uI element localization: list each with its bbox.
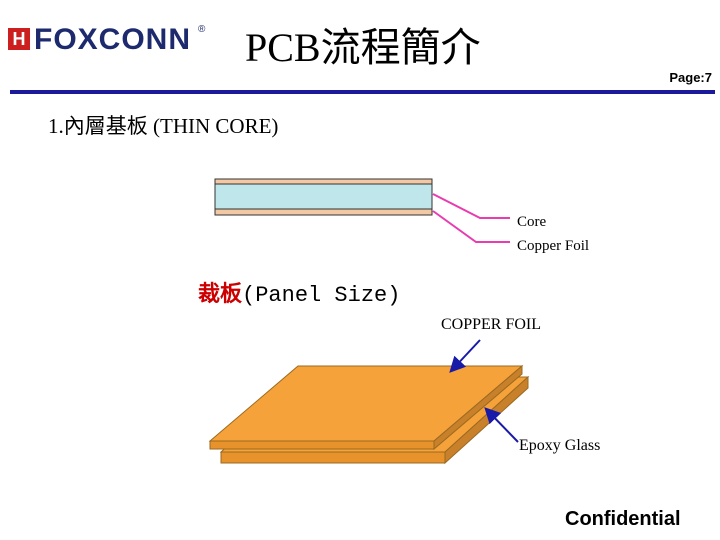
logo-registered-mark: ®: [198, 24, 206, 35]
copper-foil-caption: COPPER FOIL: [441, 316, 542, 333]
logo-mark: H: [8, 28, 30, 50]
page-number: Page:7: [669, 70, 712, 85]
foxconn-logo: H FOXCONN ®: [8, 22, 208, 58]
title-rule: [10, 90, 715, 94]
panel-cut-text: 裁板: [198, 283, 243, 308]
panel-size-heading: 裁板(Panel Size): [198, 276, 400, 308]
panel-size-text: (Panel Size): [242, 283, 401, 308]
panel-top-sheet: [208, 364, 524, 451]
copper-foil-arrow: [449, 339, 481, 373]
logo-brand-text: FOXCONN: [34, 23, 191, 56]
thin-core-cross-section: [214, 178, 433, 216]
core-callout-line: [432, 193, 510, 219]
core-layer: [214, 183, 433, 210]
core-label: Core: [517, 214, 547, 230]
confidential-footer: Confidential: [565, 508, 681, 530]
copper-foil-label: Copper Foil: [517, 238, 590, 254]
top-copper-foil-layer: [214, 178, 433, 185]
epoxy-glass-caption: Epoxy Glass: [519, 437, 601, 454]
copper-foil-callout-line: [432, 210, 510, 243]
slide-title: PCB流程簡介: [245, 25, 481, 70]
epoxy-glass-arrow: [484, 407, 519, 443]
section-heading: 1.內層基板 (THIN CORE): [48, 114, 279, 138]
bottom-copper-foil-layer: [214, 208, 433, 216]
